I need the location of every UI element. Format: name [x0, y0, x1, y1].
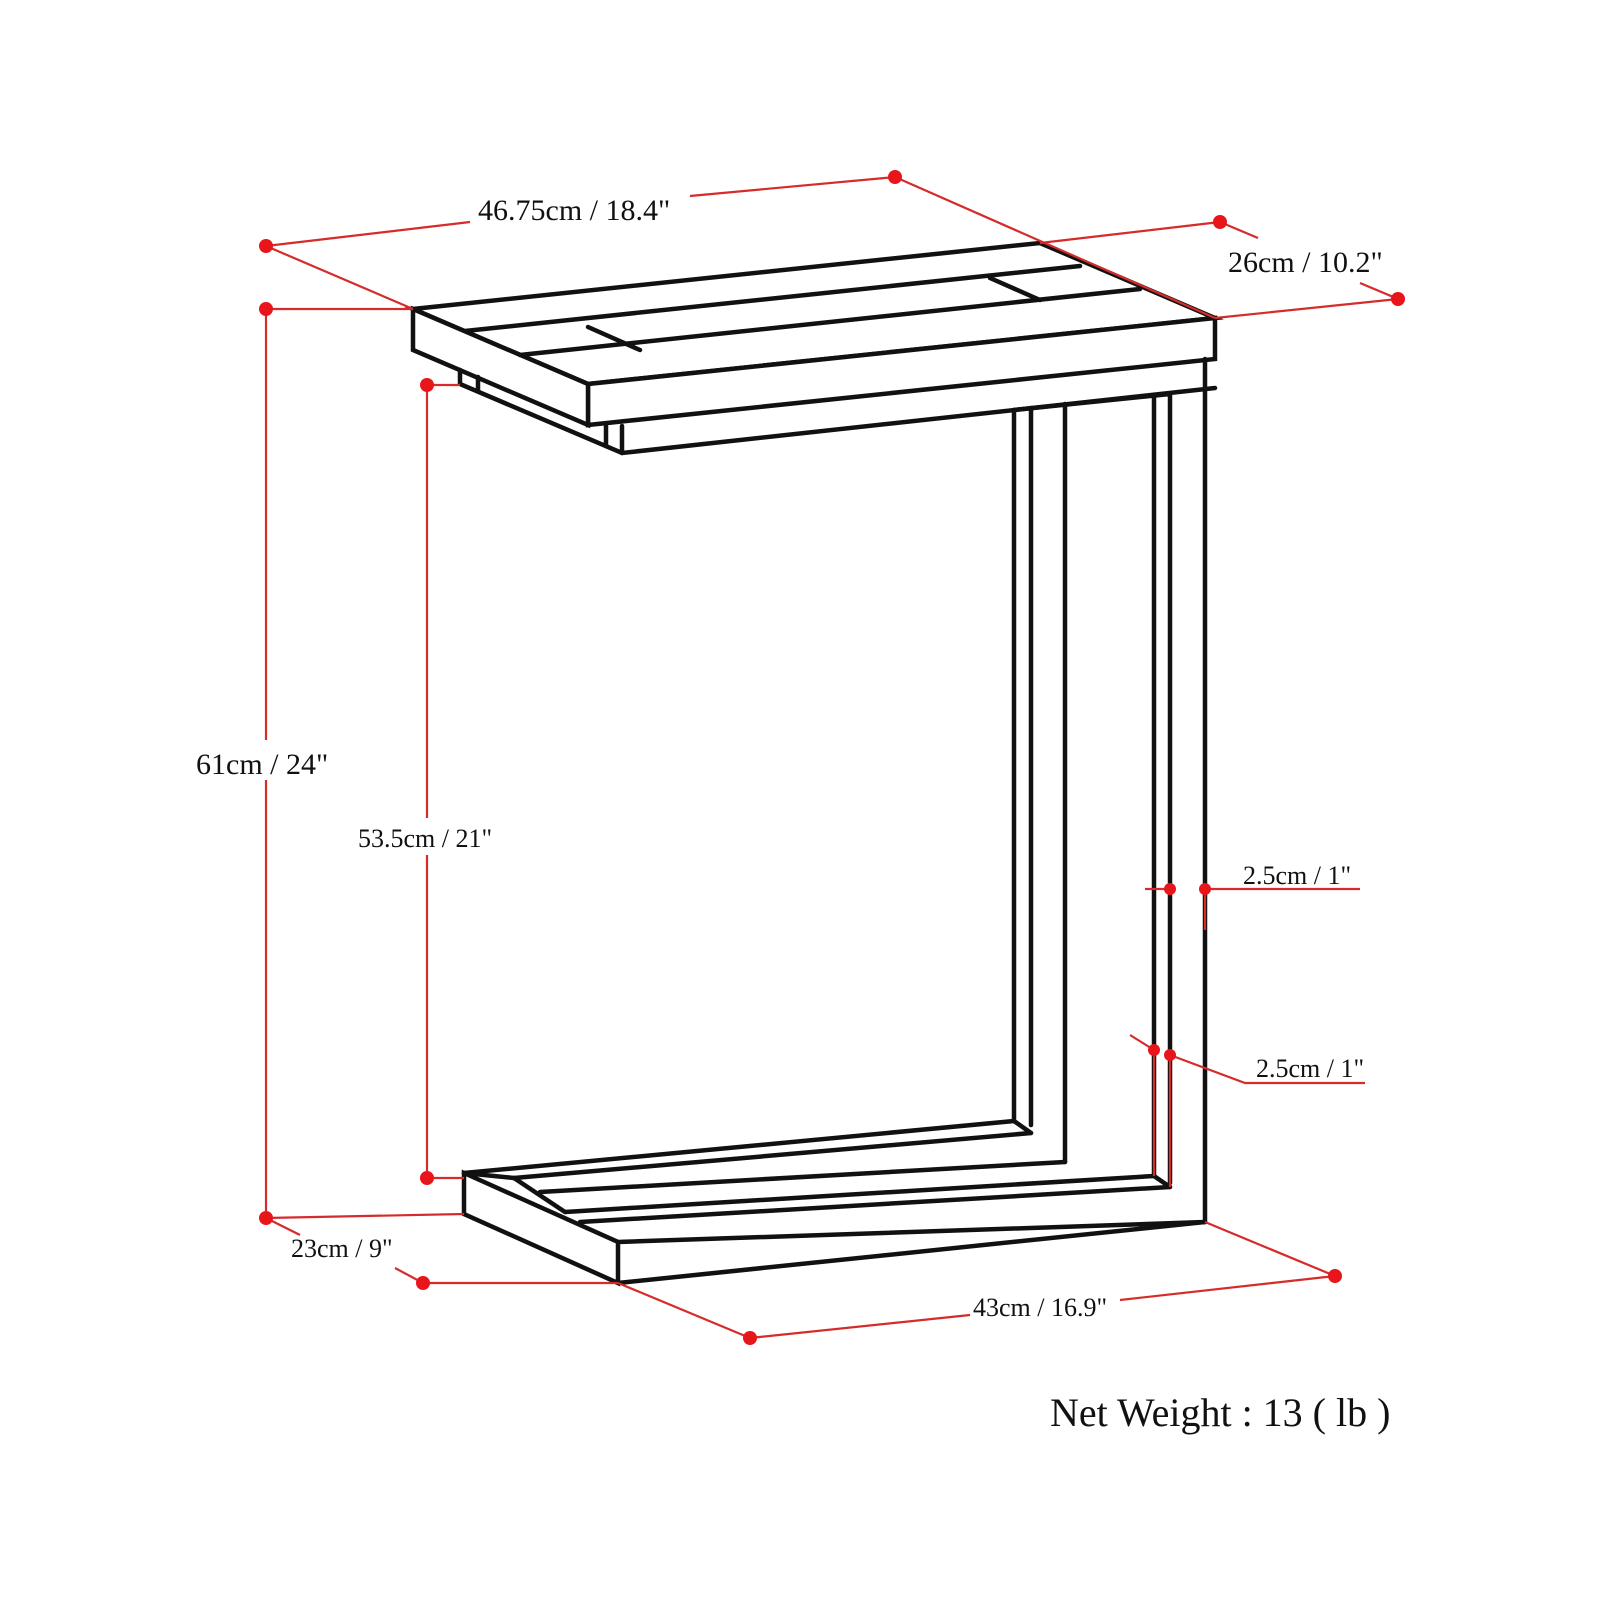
base-depth-label: 23cm / 9" [291, 1234, 393, 1263]
dimension-dots [259, 170, 1405, 1345]
frame-thickness-upper-label: 2.5cm / 1" [1243, 861, 1352, 890]
frame-thickness-lower-label: 2.5cm / 1" [1256, 1054, 1365, 1083]
net-weight-label: Net Weight : 13 ( lb ) [1050, 1390, 1391, 1435]
top-depth-label: 26cm / 10.2" [1228, 246, 1383, 279]
total-height-label: 61cm / 24" [196, 748, 329, 781]
clearance-height-label: 53.5cm / 21" [358, 824, 493, 853]
base-frame [461, 1118, 1208, 1287]
tabletop [404, 240, 1224, 456]
base-width-label: 43cm / 16.9" [973, 1293, 1108, 1322]
dimension-lines [264, 175, 1399, 1340]
upright-frame [1011, 356, 1208, 1225]
top-width-label: 46.75cm / 18.4" [478, 194, 671, 227]
